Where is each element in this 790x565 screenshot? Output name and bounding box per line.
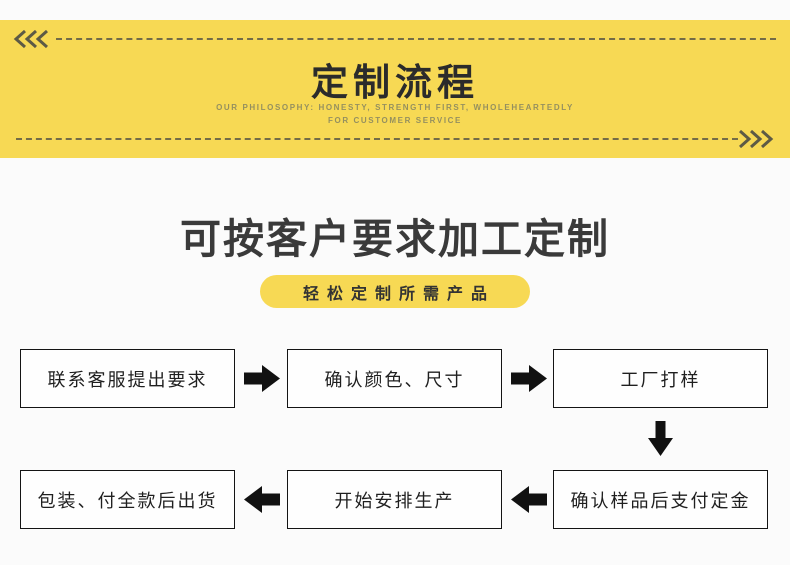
flow-step-6: 包装、付全款后出货 bbox=[20, 470, 235, 529]
flow-step-3: 工厂打样 bbox=[553, 349, 768, 408]
flow-step-6-label: 包装、付全款后出货 bbox=[37, 490, 218, 511]
banner-subtitle-line2: FOR CUSTOMER SERVICE bbox=[328, 116, 462, 125]
main-heading: 可按客户要求加工定制 bbox=[180, 216, 610, 262]
chevrons-right-icon bbox=[738, 129, 774, 149]
chevrons-left-icon bbox=[13, 29, 49, 49]
arrow-left-icon bbox=[511, 486, 547, 513]
arrow-right-icon bbox=[511, 365, 547, 392]
flow-step-5: 开始安排生产 bbox=[287, 470, 502, 529]
flow-step-4: 确认样品后支付定金 bbox=[553, 470, 768, 529]
flow-step-1-label: 联系客服提出要求 bbox=[47, 369, 208, 390]
badge-label: 轻松定制所需产品 bbox=[302, 285, 495, 303]
flow-step-2: 确认颜色、尺寸 bbox=[287, 349, 502, 408]
banner-subtitle: OUR PHILOSOPHY: HONESTY, STRENGTH FIRST,… bbox=[0, 101, 790, 127]
arrow-right-icon bbox=[244, 365, 280, 392]
flow-step-5-label: 开始安排生产 bbox=[334, 490, 455, 511]
banner-subtitle-line1: OUR PHILOSOPHY: HONESTY, STRENGTH FIRST,… bbox=[216, 103, 574, 112]
banner-title: 定制流程 bbox=[311, 62, 479, 103]
flow-step-1: 联系客服提出要求 bbox=[20, 349, 235, 408]
badge-pill: 轻松定制所需产品 bbox=[260, 275, 530, 308]
flow-step-4-label: 确认样品后支付定金 bbox=[570, 490, 751, 511]
arrow-down-icon bbox=[648, 421, 673, 456]
flow-step-3-label: 工厂打样 bbox=[620, 369, 701, 390]
banner: 定制流程 OUR PHILOSOPHY: HONESTY, STRENGTH F… bbox=[0, 20, 790, 158]
flow-step-2-label: 确认颜色、尺寸 bbox=[324, 369, 465, 390]
dashed-line-bottom bbox=[16, 138, 738, 140]
dashed-line-top bbox=[56, 38, 776, 40]
arrow-left-icon bbox=[244, 486, 280, 513]
